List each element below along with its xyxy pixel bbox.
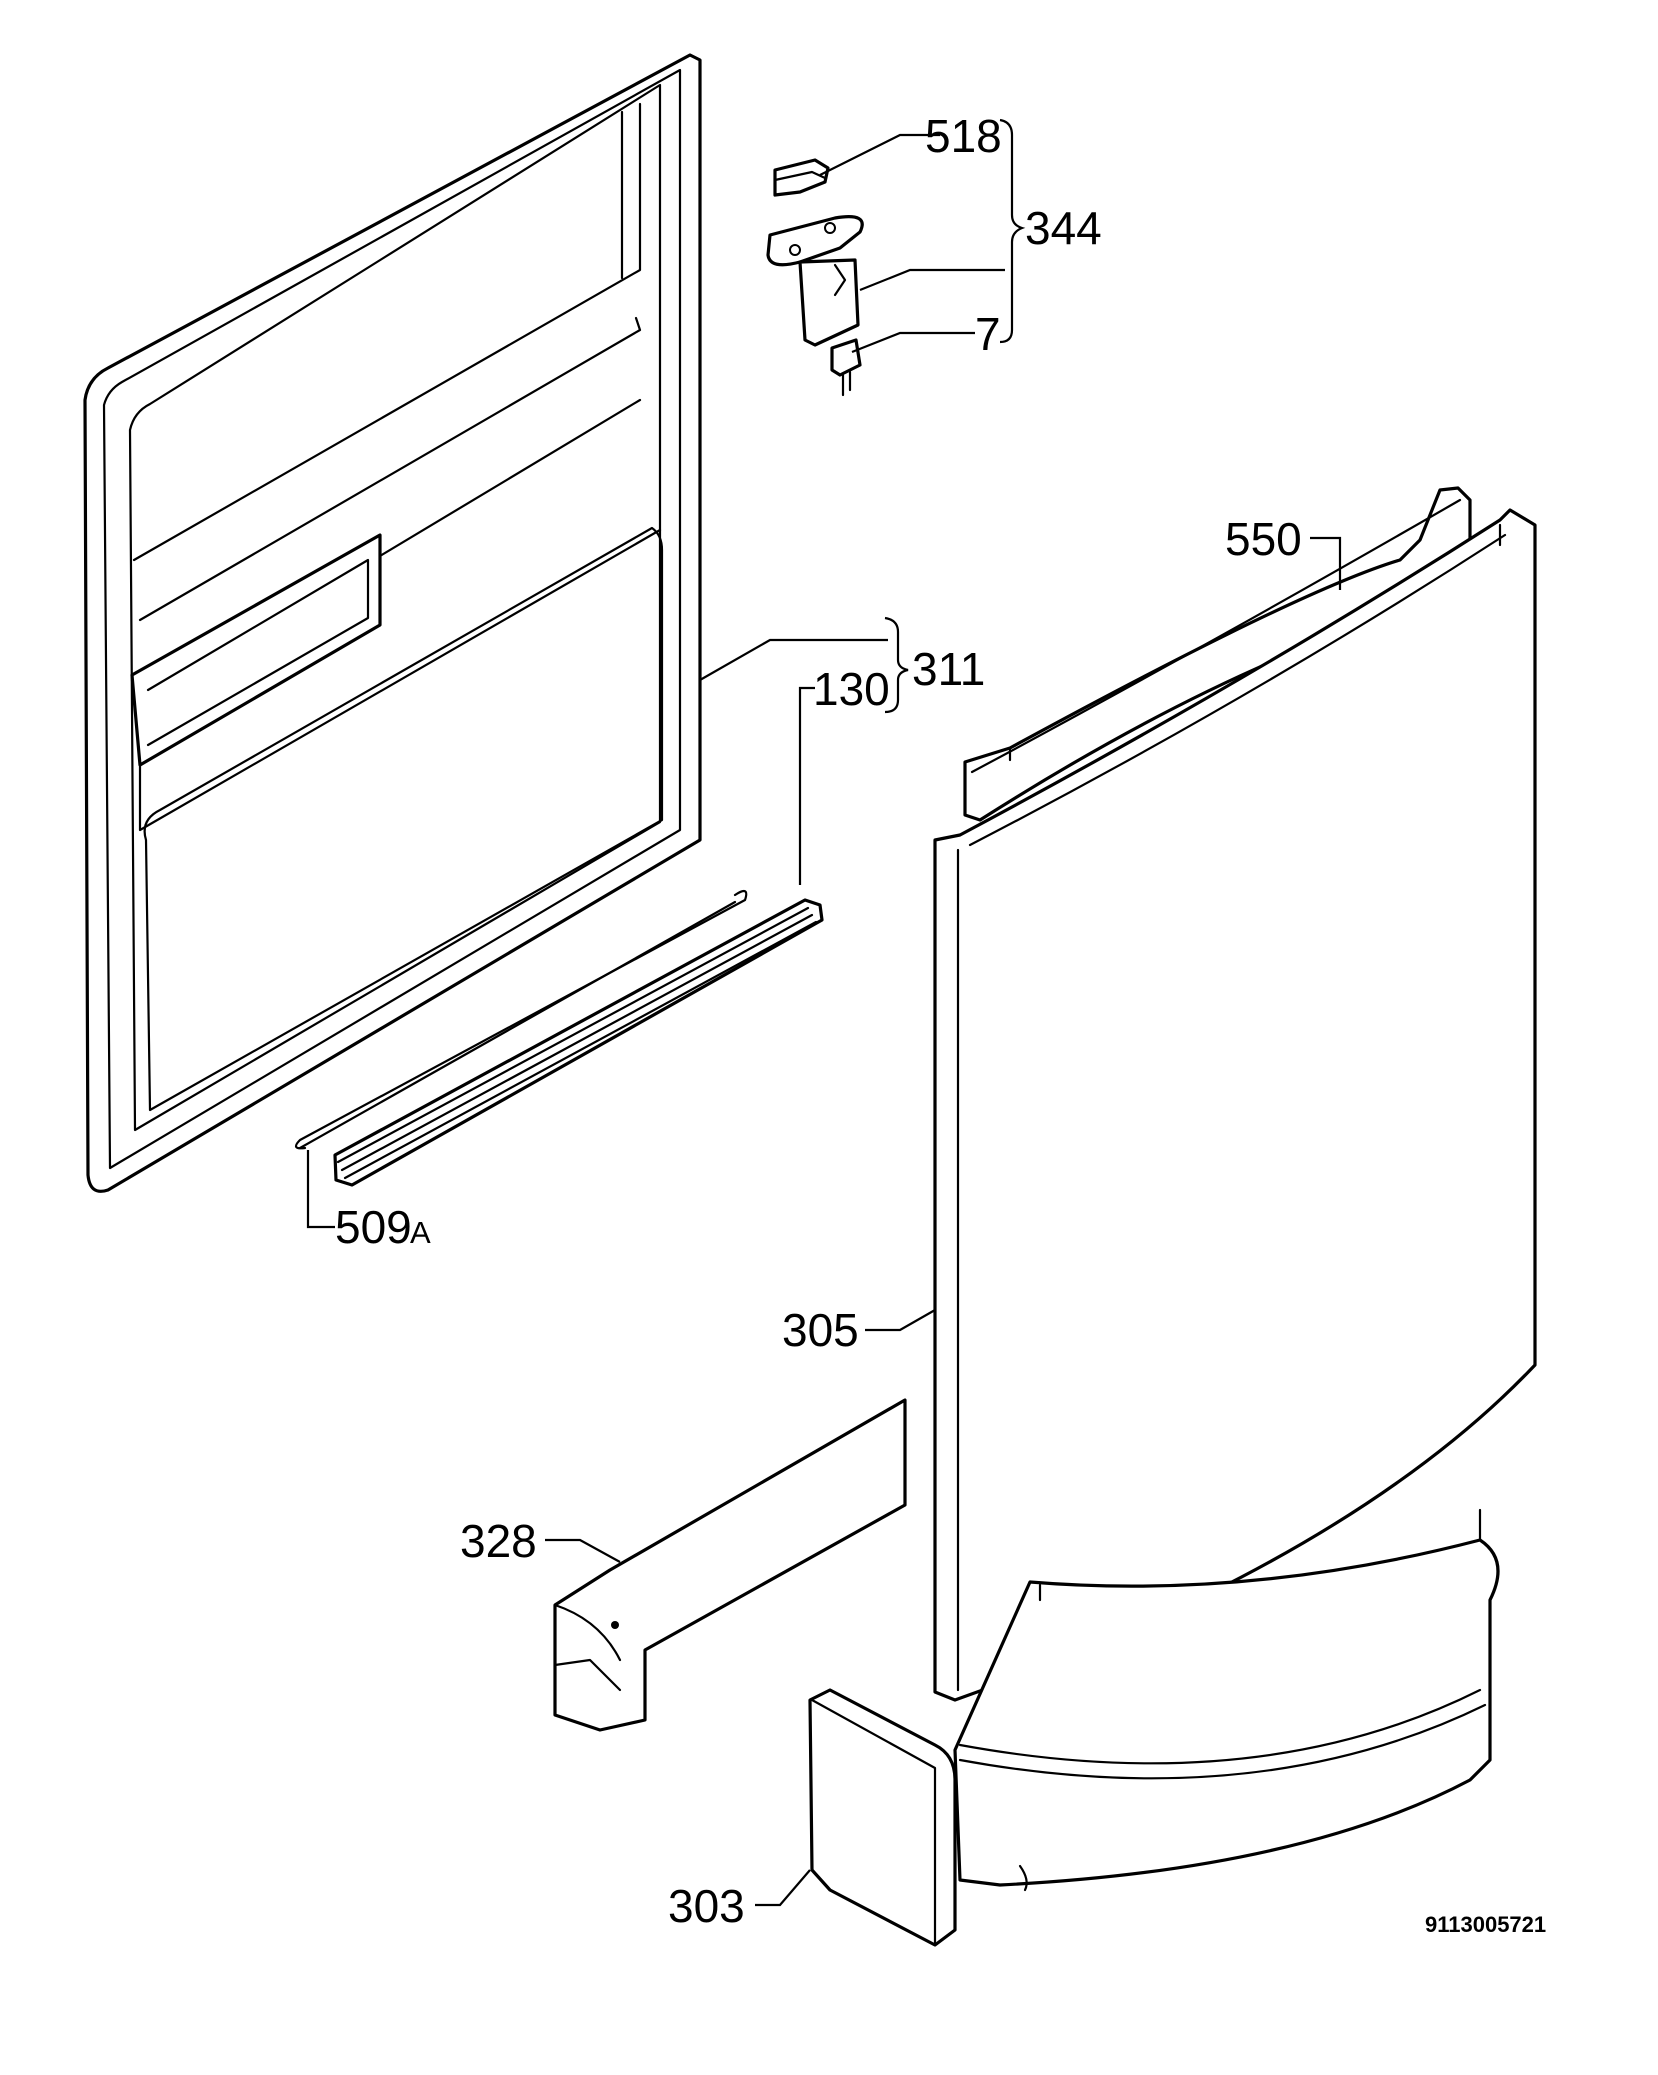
seal-strip-drawing <box>333 898 824 1187</box>
label-550: 550 <box>1225 513 1302 565</box>
label-305: 305 <box>782 1304 859 1356</box>
label-311: 311 <box>912 643 985 695</box>
outer-door-panel-drawing <box>933 508 1537 1702</box>
wire-rod-drawing <box>294 889 748 1150</box>
label-509: 509 <box>335 1201 412 1253</box>
kick-plate-drawing <box>808 1508 1500 1947</box>
door-inner-panel-drawing <box>83 53 702 1193</box>
drawing-code: 9113005721 <box>1425 1912 1546 1937</box>
label-509-suffix: A <box>410 1215 431 1250</box>
label-344: 344 <box>1025 202 1102 254</box>
latch-assembly-drawing <box>766 158 864 397</box>
part-labels: 518 344 7 550 311 130 509 A 305 328 303 … <box>335 110 1546 1937</box>
label-303: 303 <box>668 1880 745 1932</box>
leader-lines <box>306 118 1342 1907</box>
label-130: 130 <box>813 663 890 715</box>
label-518: 518 <box>925 110 1002 162</box>
bottom-rail-drawing <box>553 1398 907 1732</box>
label-7: 7 <box>975 308 1001 360</box>
label-328: 328 <box>460 1515 537 1567</box>
